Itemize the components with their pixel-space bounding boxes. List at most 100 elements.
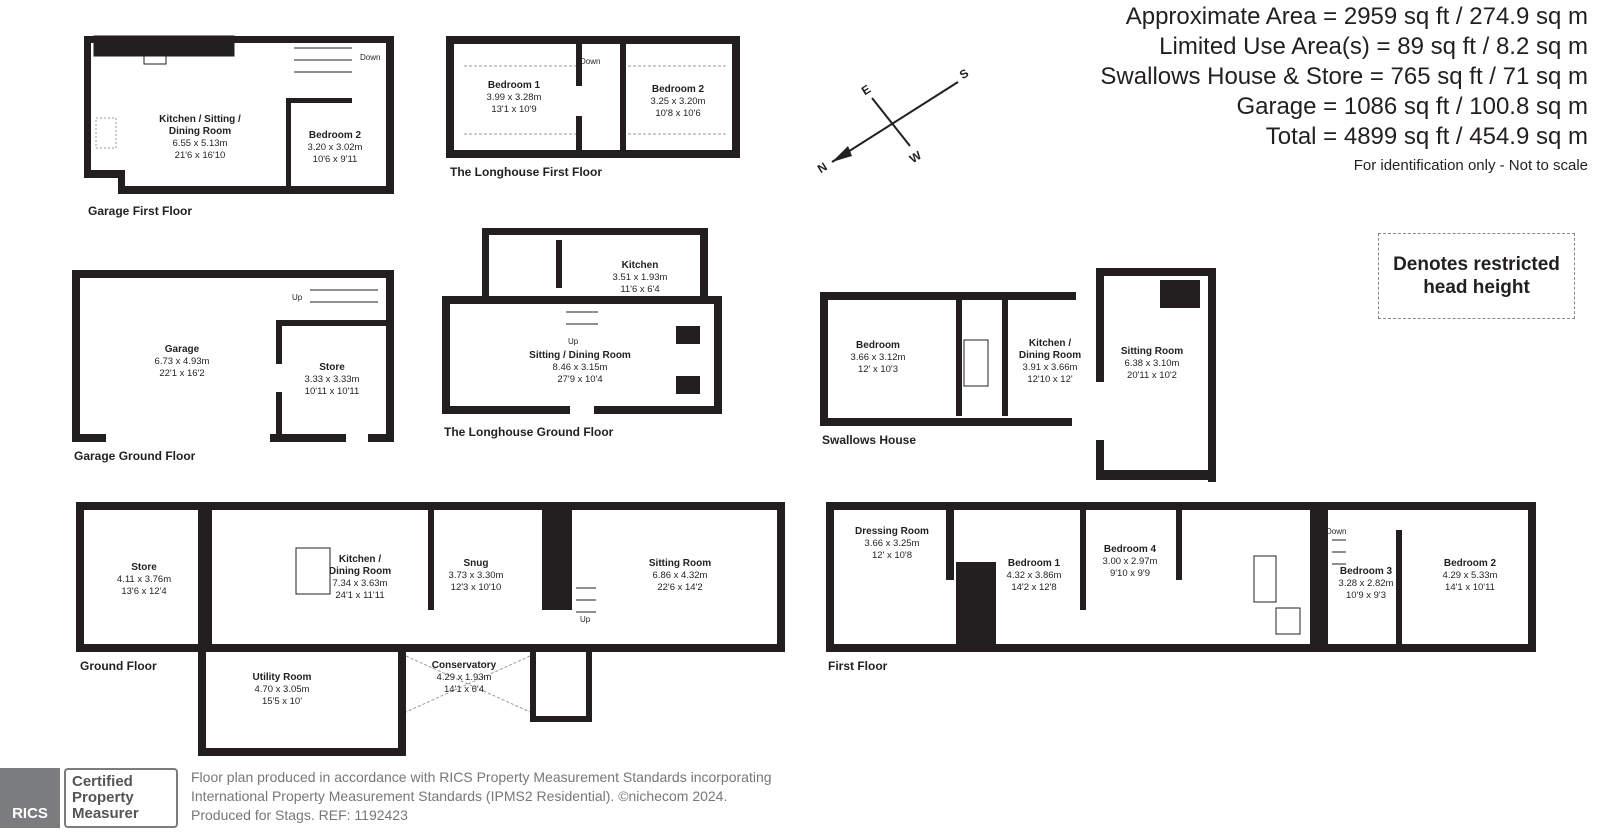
room-dimensions-metric: 4.29 x 5.33m	[1443, 570, 1498, 581]
room-name: Conservatory	[432, 660, 497, 671]
compass-south-label: S	[957, 66, 971, 82]
room-name: Dressing Room	[855, 526, 929, 537]
room-name: Bedroom 2	[1444, 558, 1497, 569]
room-dimensions-imperial: 9'10 x 9'9	[1110, 568, 1150, 579]
room-dimensions-metric: 3.28 x 2.82m	[1339, 578, 1394, 589]
room-name: Bedroom 1	[1008, 558, 1061, 569]
room-name: Bedroom 2	[309, 130, 362, 141]
identification-note: For identification only - Not to scale	[1353, 157, 1588, 174]
room-dimensions-imperial: 24'1 x 11'11	[335, 590, 384, 601]
room-name: Bedroom 4	[1104, 544, 1157, 555]
down-label: Down	[1326, 527, 1346, 536]
area-limited-use: Limited Use Area(s) = 89 sq ft / 8.2 sq …	[1159, 33, 1588, 60]
room-name: Dining Room	[169, 126, 231, 137]
room-name: Bedroom 1	[488, 80, 541, 91]
longhouse-first-floor-plan: Down Bedroom 1 3.99 x 3.28m 13'1 x 10'9 …	[446, 36, 740, 179]
area-garage: Garage = 1086 sq ft / 100.8 sq m	[1236, 93, 1588, 120]
compass-north-label: N	[815, 160, 830, 176]
compass-icon: N S E W	[815, 66, 971, 176]
room-dimensions-imperial: 14'1 x 6'4	[444, 684, 484, 695]
room-dimensions-metric: 6.55 x 5.13m	[173, 138, 228, 149]
room-dimensions-imperial: 27'9 x 10'4	[557, 374, 602, 385]
room-name: Garage	[165, 344, 200, 355]
room-name: Store	[319, 362, 345, 373]
room-dimensions-metric: 8.46 x 3.15m	[553, 362, 608, 373]
room-dimensions-metric: 3.20 x 3.02m	[308, 142, 363, 153]
certified-measurer-badge: Certified Property Measurer	[64, 768, 178, 828]
room-dimensions-imperial: 12'3 x 10'10	[451, 582, 502, 593]
room-name: Bedroom 3	[1340, 566, 1393, 577]
floor-label: The Longhouse Ground Floor	[444, 425, 614, 439]
badge-line: Measurer	[72, 805, 139, 822]
up-label: Up	[568, 337, 579, 346]
compass-west-label: W	[907, 148, 925, 166]
rics-logo: RICS	[0, 768, 60, 828]
badge-line: Certified	[72, 773, 133, 790]
room-name: Sitting / Dining Room	[529, 350, 631, 361]
room-name: Kitchen /	[1029, 338, 1071, 349]
area-total: Total = 4899 sq ft / 454.9 sq m	[1265, 123, 1588, 150]
garage-ground-floor-plan: Up Garage 6.73 x 4.93m 22'1 x 16'2 Store…	[72, 270, 394, 463]
footer-line: Produced for Stags. REF: 1192423	[191, 807, 408, 823]
longhouse-ground-floor-plan: Up Kitchen 3.51 x 1.93m 11'6 x 6'4 Sitti…	[442, 228, 722, 439]
room-dimensions-imperial: 22'1 x 16'2	[159, 368, 204, 379]
room-dimensions-imperial: 20'11 x 10'2	[1127, 370, 1177, 381]
room-name: Kitchen / Sitting /	[159, 114, 241, 125]
floor-label: Swallows House	[822, 433, 916, 447]
badge-line: Property	[72, 789, 134, 806]
room-dimensions-metric: 3.73 x 3.30m	[449, 570, 504, 581]
room-name: Dining Room	[1019, 350, 1081, 361]
room-dimensions-imperial: 13'6 x 12'4	[121, 586, 166, 597]
room-dimensions-imperial: 22'6 x 14'2	[657, 582, 702, 593]
room-dimensions-imperial: 12' x 10'8	[872, 550, 912, 561]
restricted-height-label: Denotes restricted head height	[1393, 254, 1560, 298]
footer-line: International Property Measurement Stand…	[191, 788, 728, 804]
room-dimensions-imperial: 10'8 x 10'6	[655, 108, 700, 119]
room-dimensions-metric: 4.11 x 3.76m	[117, 574, 171, 585]
room-name: Snug	[464, 558, 489, 569]
restricted-height-legend: Denotes restricted head height	[1378, 233, 1575, 319]
room-name: Sitting Room	[1121, 346, 1183, 357]
room-dimensions-imperial: 11'6 x 6'4	[620, 284, 659, 295]
room-dimensions-metric: 3.66 x 3.12m	[851, 352, 906, 363]
area-approximate: Approximate Area = 2959 sq ft / 274.9 sq…	[1125, 3, 1588, 30]
compass-east-label: E	[859, 82, 873, 98]
room-dimensions-imperial: 10'11 x 10'11	[305, 386, 360, 397]
room-dimensions-imperial: 13'1 x 10'9	[491, 104, 536, 115]
room-dimensions-metric: 4.32 x 3.86m	[1007, 570, 1062, 581]
room-dimensions-imperial: 15'5 x 10'	[262, 696, 302, 707]
room-dimensions-imperial: 10'9 x 9'3	[1346, 590, 1386, 601]
first-floor-plan: Down Dressing Room 3.66 x 3.25m 12' x 10…	[826, 502, 1536, 673]
rics-logo-text: RICS	[12, 805, 48, 822]
room-dimensions-metric: 7.34 x 3.63m	[333, 578, 388, 589]
up-label: Up	[580, 615, 591, 624]
room-dimensions-metric: 3.00 x 2.97m	[1103, 556, 1158, 567]
room-dimensions-metric: 3.51 x 1.93m	[613, 272, 668, 283]
footer-disclaimer: Floor plan produced in accordance with R…	[191, 768, 772, 825]
up-label: Up	[292, 293, 303, 302]
room-name: Kitchen /	[339, 554, 381, 565]
room-dimensions-metric: 3.33 x 3.33m	[305, 374, 360, 385]
room-name: Utility Room	[253, 672, 312, 683]
floor-label: The Longhouse First Floor	[450, 165, 602, 179]
room-dimensions-metric: 6.86 x 4.32m	[653, 570, 708, 581]
room-name: Bedroom 2	[652, 84, 705, 95]
floor-label: Garage First Floor	[88, 204, 192, 218]
floor-label: Garage Ground Floor	[74, 449, 196, 463]
room-name: Store	[131, 562, 157, 573]
room-dimensions-metric: 4.70 x 3.05m	[255, 684, 310, 695]
floor-label: Ground Floor	[80, 659, 157, 673]
room-dimensions-metric: 6.38 x 3.10m	[1125, 358, 1180, 369]
area-swallows-house: Swallows House & Store = 765 sq ft / 71 …	[1100, 63, 1588, 90]
room-dimensions-metric: 3.25 x 3.20m	[651, 96, 706, 107]
room-dimensions-metric: 3.66 x 3.25m	[865, 538, 920, 549]
swallows-house-plan: Bedroom 3.66 x 3.12m 12' x 10'3 Kitchen …	[820, 268, 1216, 482]
ground-floor-plan: Up Store 4.11 x 3.76m 13'6 x 12'4 Kitche…	[76, 502, 785, 756]
room-dimensions-imperial: 12'10 x 12'	[1027, 374, 1073, 385]
room-dimensions-metric: 3.99 x 3.28m	[487, 92, 542, 103]
room-dimensions-metric: 3.91 x 3.66m	[1023, 362, 1078, 373]
room-dimensions-metric: 6.73 x 4.93m	[155, 356, 210, 367]
room-dimensions-imperial: 14'1 x 10'11	[1445, 582, 1495, 593]
footer-line: Floor plan produced in accordance with R…	[191, 769, 772, 785]
